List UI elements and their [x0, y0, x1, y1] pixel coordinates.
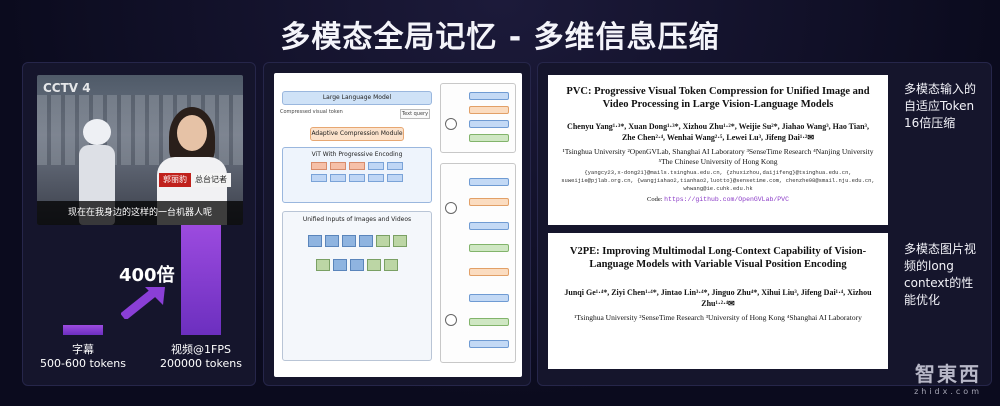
paper-affiliations: ¹Tsinghua University ²OpenGVLab, Shangha… — [562, 147, 874, 166]
video-bar-label: 视频@1FPS 200000 tokens — [160, 343, 242, 370]
text-query-box: Text query — [400, 109, 430, 119]
embedding-icon — [445, 202, 457, 214]
increase-arrow-icon — [121, 287, 165, 319]
embedding-icon — [445, 118, 457, 130]
channel-logo: CCTV 4 — [43, 81, 91, 95]
video-token-bar — [181, 225, 221, 335]
reporter-figure — [157, 107, 227, 225]
paper-pvc: PVC: Progressive Visual Token Compressio… — [548, 75, 888, 225]
embedding-icon — [445, 314, 457, 326]
paper-authors: Junqi Ge¹·⁴*, Ziyi Chen¹·⁴*, Jintao Lin³… — [564, 288, 872, 308]
compressed-token-label: Compressed visual token — [280, 109, 343, 115]
code-label: Code: — [647, 196, 663, 203]
vit-block: ViT With Progressive Encoding — [282, 147, 432, 203]
llm-block: Large Language Model — [282, 91, 432, 105]
paper-v2pe: V2PE: Improving Multimodal Long-Context … — [548, 233, 888, 369]
news-video-frame: CCTV 4 郭丽豹 总台记者 现在在我身边的这样的一台机器人呢 — [37, 75, 243, 225]
note-long-context: 多模态图片视频的long context的性能优化 — [904, 242, 977, 307]
unified-inputs-label: Unified Inputs of Images and Videos — [302, 216, 412, 223]
paper-affiliations: ¹Tsinghua University ²SenseTime Research… — [574, 313, 862, 322]
unified-inputs-block: Unified Inputs of Images and Videos — [282, 211, 432, 361]
architecture-diagram: Large Language Model Compressed visual t… — [274, 73, 522, 377]
subtitle-bar-label: 字幕 500-600 tokens — [40, 343, 126, 370]
slide-title: 多模态全局记忆 - 多维信息压缩 — [280, 20, 720, 55]
lower-third: 郭丽豹 总台记者 — [159, 173, 231, 187]
diagram-right — [440, 83, 516, 368]
image-thumbs — [283, 235, 431, 247]
watermark-logo: 智東西 zhidx.com — [914, 358, 982, 396]
ratio-label: 400倍 — [119, 265, 175, 286]
vit-token-row — [283, 162, 431, 170]
paper-title: PVC: Progressive Visual Token Compressio… — [566, 86, 870, 110]
subtitle-token-bar — [63, 325, 103, 335]
paper-authors: Chenyu Yang¹·³*, Xuan Dong¹·³*, Xizhou Z… — [567, 122, 869, 142]
note-token-compression: 多模态输入的自适应Token 16倍压缩 — [904, 82, 977, 130]
vit-label: ViT With Progressive Encoding — [311, 151, 403, 158]
adaptive-compression-block: Adaptive Compression Module — [310, 127, 404, 141]
reporter-name: 郭丽豹 — [159, 173, 191, 187]
vit-layer-row — [283, 174, 431, 182]
reporter-role: 总台记者 — [191, 173, 231, 187]
encoder-block-top — [440, 83, 516, 153]
diagram-left: Large Language Model Compressed visual t… — [280, 83, 432, 368]
token-comparison-panel: CCTV 4 郭丽豹 总台记者 现在在我身边的这样的一台机器人呢 400倍 字幕… — [22, 62, 256, 386]
papers-panel: PVC: Progressive Visual Token Compressio… — [537, 62, 992, 386]
encoder-block-bottom — [440, 163, 516, 363]
video-subtitle: 现在在我身边的这样的一台机器人呢 — [37, 201, 243, 225]
paper-code: Code: https://github.com/OpenGVLab/PVC — [548, 196, 888, 203]
watermark-main: 智東西 — [915, 362, 982, 386]
paper-emails: {yangcy23,x-dong21}@mails.tsinghua.edu.c… — [561, 169, 875, 192]
paper-title: V2PE: Improving Multimodal Long-Context … — [569, 246, 867, 270]
watermark-sub: zhidx.com — [914, 387, 982, 396]
code-url[interactable]: https://github.com/OpenGVLab/PVC — [664, 196, 789, 203]
architecture-panel: Large Language Model Compressed visual t… — [263, 62, 531, 386]
video-thumbs — [283, 259, 431, 271]
